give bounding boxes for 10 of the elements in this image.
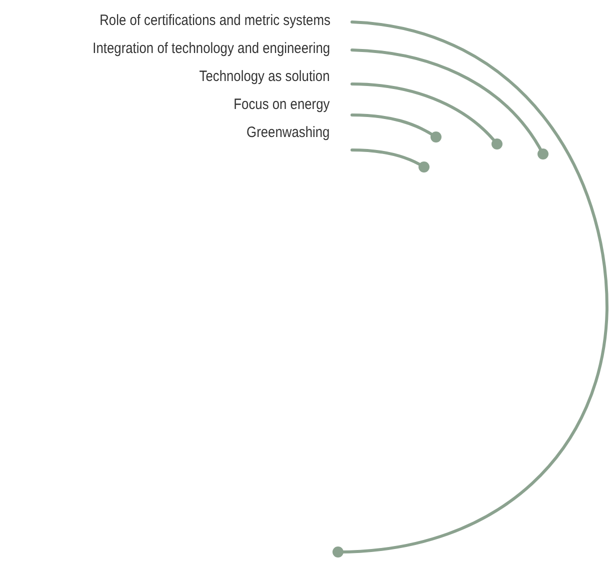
category-label: Technology as solution xyxy=(199,68,330,86)
category-label: Greenwashing xyxy=(246,124,330,142)
arc-line xyxy=(350,82,502,150)
arc-line xyxy=(350,114,442,142)
arc-line xyxy=(332,20,608,558)
arc-line xyxy=(350,148,430,172)
category-label: Integration of technology and engineering xyxy=(92,40,330,58)
category-label: Focus on energy xyxy=(234,96,330,114)
arc-line xyxy=(350,48,548,160)
category-label: Role of certifications and metric systems xyxy=(99,12,330,30)
